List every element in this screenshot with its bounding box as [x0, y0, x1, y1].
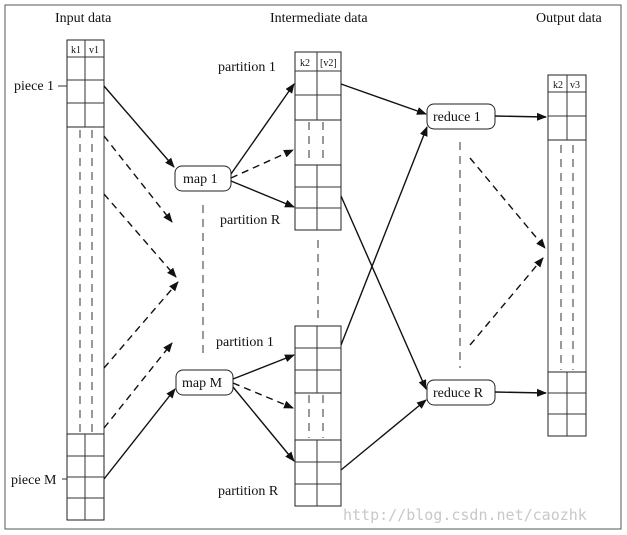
output-column: k2 v3 [547, 74, 587, 437]
partition-1-label-upper: partition 1 [218, 60, 276, 75]
arrow-lower-partition1-to-reduce1 [340, 126, 428, 346]
arrow-piecem-to-mapm [103, 388, 176, 480]
dashed-arrow-reduce-to-output-a [469, 157, 546, 249]
partition-1-label-lower: partition 1 [216, 335, 274, 350]
output-block-top: k2 v3 [547, 74, 587, 141]
intermediate-block-lower-pr [294, 439, 342, 507]
reduce-r-node: reduce R [426, 379, 496, 406]
input-col-v1: v1 [89, 45, 99, 56]
intermediate-block-upper-pr [294, 164, 342, 231]
dashed-arrow-reduce-to-output-b [469, 257, 544, 346]
watermark: http://blog.csdn.net/caozhk [343, 506, 587, 524]
input-col-k1: k1 [71, 45, 81, 56]
piece-m-label: piece M [11, 473, 57, 488]
input-block-top: k1 v1 [66, 39, 105, 128]
dashed-arrow-map1-to-middle [230, 149, 294, 179]
frame [4, 4, 622, 530]
dashed-arrow-input-to-map1-b [103, 193, 177, 278]
piece-1-label: piece 1 [14, 79, 54, 94]
input-block-bottom [66, 433, 105, 521]
arrow-lower-partitionR-to-reduceR [340, 399, 427, 471]
dashed-arrow-input-to-map1 [103, 135, 173, 223]
intermediate-col-k2: k2 [300, 58, 310, 69]
arrow-partitionR-to-reduceR [340, 195, 427, 390]
map-m-node: map M [175, 369, 234, 396]
reduce-r-label: reduce R [433, 386, 484, 401]
map-1-node: map 1 [174, 165, 232, 192]
intermediate-block-upper-p1: k2 [v2] [294, 51, 342, 121]
arrow-reduce1-to-output [494, 112, 547, 121]
intermediate-block-lower-p1 [294, 325, 342, 394]
map-1-label: map 1 [183, 172, 218, 187]
arrow-reduceR-to-output [494, 388, 547, 397]
arrow-map1-to-partitionR [230, 180, 295, 208]
arrow-map1-to-partition1 [230, 83, 295, 175]
arrow-piece1-to-map1 [103, 85, 175, 168]
input-column: k1 v1 piece 1 piece M [11, 39, 105, 521]
header-output-data: Output data [536, 11, 602, 26]
output-col-v3: v3 [570, 80, 580, 91]
dashed-arrow-input-to-mapm [103, 281, 179, 369]
arrow-mapm-to-partition1 [232, 354, 295, 380]
intermediate-col-v2: [v2] [320, 58, 337, 69]
output-col-k2: k2 [553, 80, 563, 91]
output-block-bottom [547, 371, 587, 437]
dashed-arrow-mapm-to-middle [232, 382, 294, 409]
arrow-mapm-to-partitionR [232, 386, 295, 462]
reduce-1-node: reduce 1 [426, 103, 496, 130]
intermediate-column-upper: k2 [v2] partition 1 partition R [218, 51, 342, 231]
header-intermediate-data: Intermediate data [270, 11, 368, 26]
partition-r-label-lower: partition R [218, 484, 279, 499]
map-m-label: map M [182, 376, 223, 391]
arrow-partition1-to-reduce1 [340, 83, 427, 115]
partition-r-label-upper: partition R [220, 213, 281, 228]
header-input-data: Input data [55, 11, 112, 26]
intermediate-column-lower: partition 1 partition R [216, 325, 342, 507]
reduce-1-label: reduce 1 [433, 110, 481, 125]
dashed-arrow-input-to-mapm-b [103, 342, 173, 429]
